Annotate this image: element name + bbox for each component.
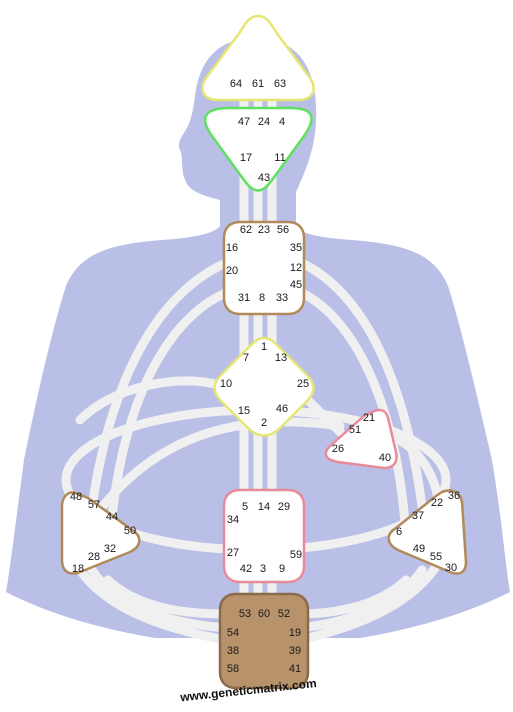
gate-34: 34 [227, 514, 239, 526]
gate-30: 30 [445, 562, 457, 574]
gate-10: 10 [220, 378, 232, 390]
gate-14: 14 [258, 501, 270, 513]
gate-8: 8 [259, 292, 265, 304]
gate-46: 46 [276, 403, 288, 415]
gate-53: 53 [239, 608, 251, 620]
gate-47: 47 [238, 116, 250, 128]
gate-63: 63 [274, 78, 286, 90]
gate-55: 55 [430, 551, 442, 563]
gate-62: 62 [240, 224, 252, 236]
gate-54: 54 [227, 627, 239, 639]
gate-18: 18 [72, 563, 84, 575]
sacral-center: 5 14 29 34 27 59 42 3 9 [224, 490, 304, 582]
gate-57: 57 [88, 499, 100, 511]
gate-45: 45 [290, 279, 302, 291]
gate-25: 25 [297, 378, 309, 390]
gate-4: 4 [279, 116, 285, 128]
gate-60: 60 [258, 608, 270, 620]
gate-35: 35 [290, 242, 302, 254]
gate-22: 22 [431, 497, 443, 509]
gate-6: 6 [396, 526, 402, 538]
gate-15: 15 [238, 405, 250, 417]
gate-20: 20 [226, 265, 238, 277]
gate-64: 64 [230, 78, 242, 90]
gate-43: 43 [258, 172, 270, 184]
gate-49: 49 [413, 543, 425, 555]
gate-5: 5 [242, 501, 248, 513]
gate-19: 19 [289, 627, 301, 639]
gate-3: 3 [260, 563, 266, 575]
throat-center: 62 23 56 16 35 12 20 45 31 8 33 [224, 222, 304, 314]
gate-12: 12 [290, 262, 302, 274]
gate-27: 27 [227, 547, 239, 559]
gate-23: 23 [258, 224, 270, 236]
gate-26: 26 [332, 443, 344, 455]
gate-7: 7 [243, 352, 249, 364]
gate-42: 42 [240, 563, 252, 575]
gate-44: 44 [106, 511, 118, 523]
gate-32: 32 [104, 543, 116, 555]
gate-16: 16 [226, 242, 238, 254]
gate-1: 1 [261, 341, 267, 353]
gate-51: 51 [349, 424, 361, 436]
gate-9: 9 [279, 563, 285, 575]
gate-37: 37 [412, 510, 424, 522]
gate-61: 61 [252, 78, 264, 90]
gate-41: 41 [289, 663, 301, 675]
root-center: 53 60 52 54 19 38 39 58 41 [220, 594, 308, 688]
gate-29: 29 [278, 501, 290, 513]
gate-40: 40 [379, 452, 391, 464]
gate-48: 48 [70, 491, 82, 503]
gate-17: 17 [240, 152, 252, 164]
gate-52: 52 [278, 608, 290, 620]
gate-58: 58 [227, 663, 239, 675]
gate-31: 31 [238, 292, 250, 304]
gate-50: 50 [124, 525, 136, 537]
gate-39: 39 [289, 645, 301, 657]
gate-21: 21 [363, 412, 375, 424]
gate-38: 38 [227, 645, 239, 657]
gate-56: 56 [277, 224, 289, 236]
gate-28: 28 [88, 551, 100, 563]
gate-36: 36 [448, 490, 460, 502]
gate-59: 59 [290, 549, 302, 561]
gate-11: 11 [274, 152, 285, 164]
gate-13: 13 [275, 352, 287, 364]
gate-24: 24 [258, 116, 270, 128]
gate-33: 33 [276, 292, 288, 304]
gate-2: 2 [261, 417, 267, 429]
